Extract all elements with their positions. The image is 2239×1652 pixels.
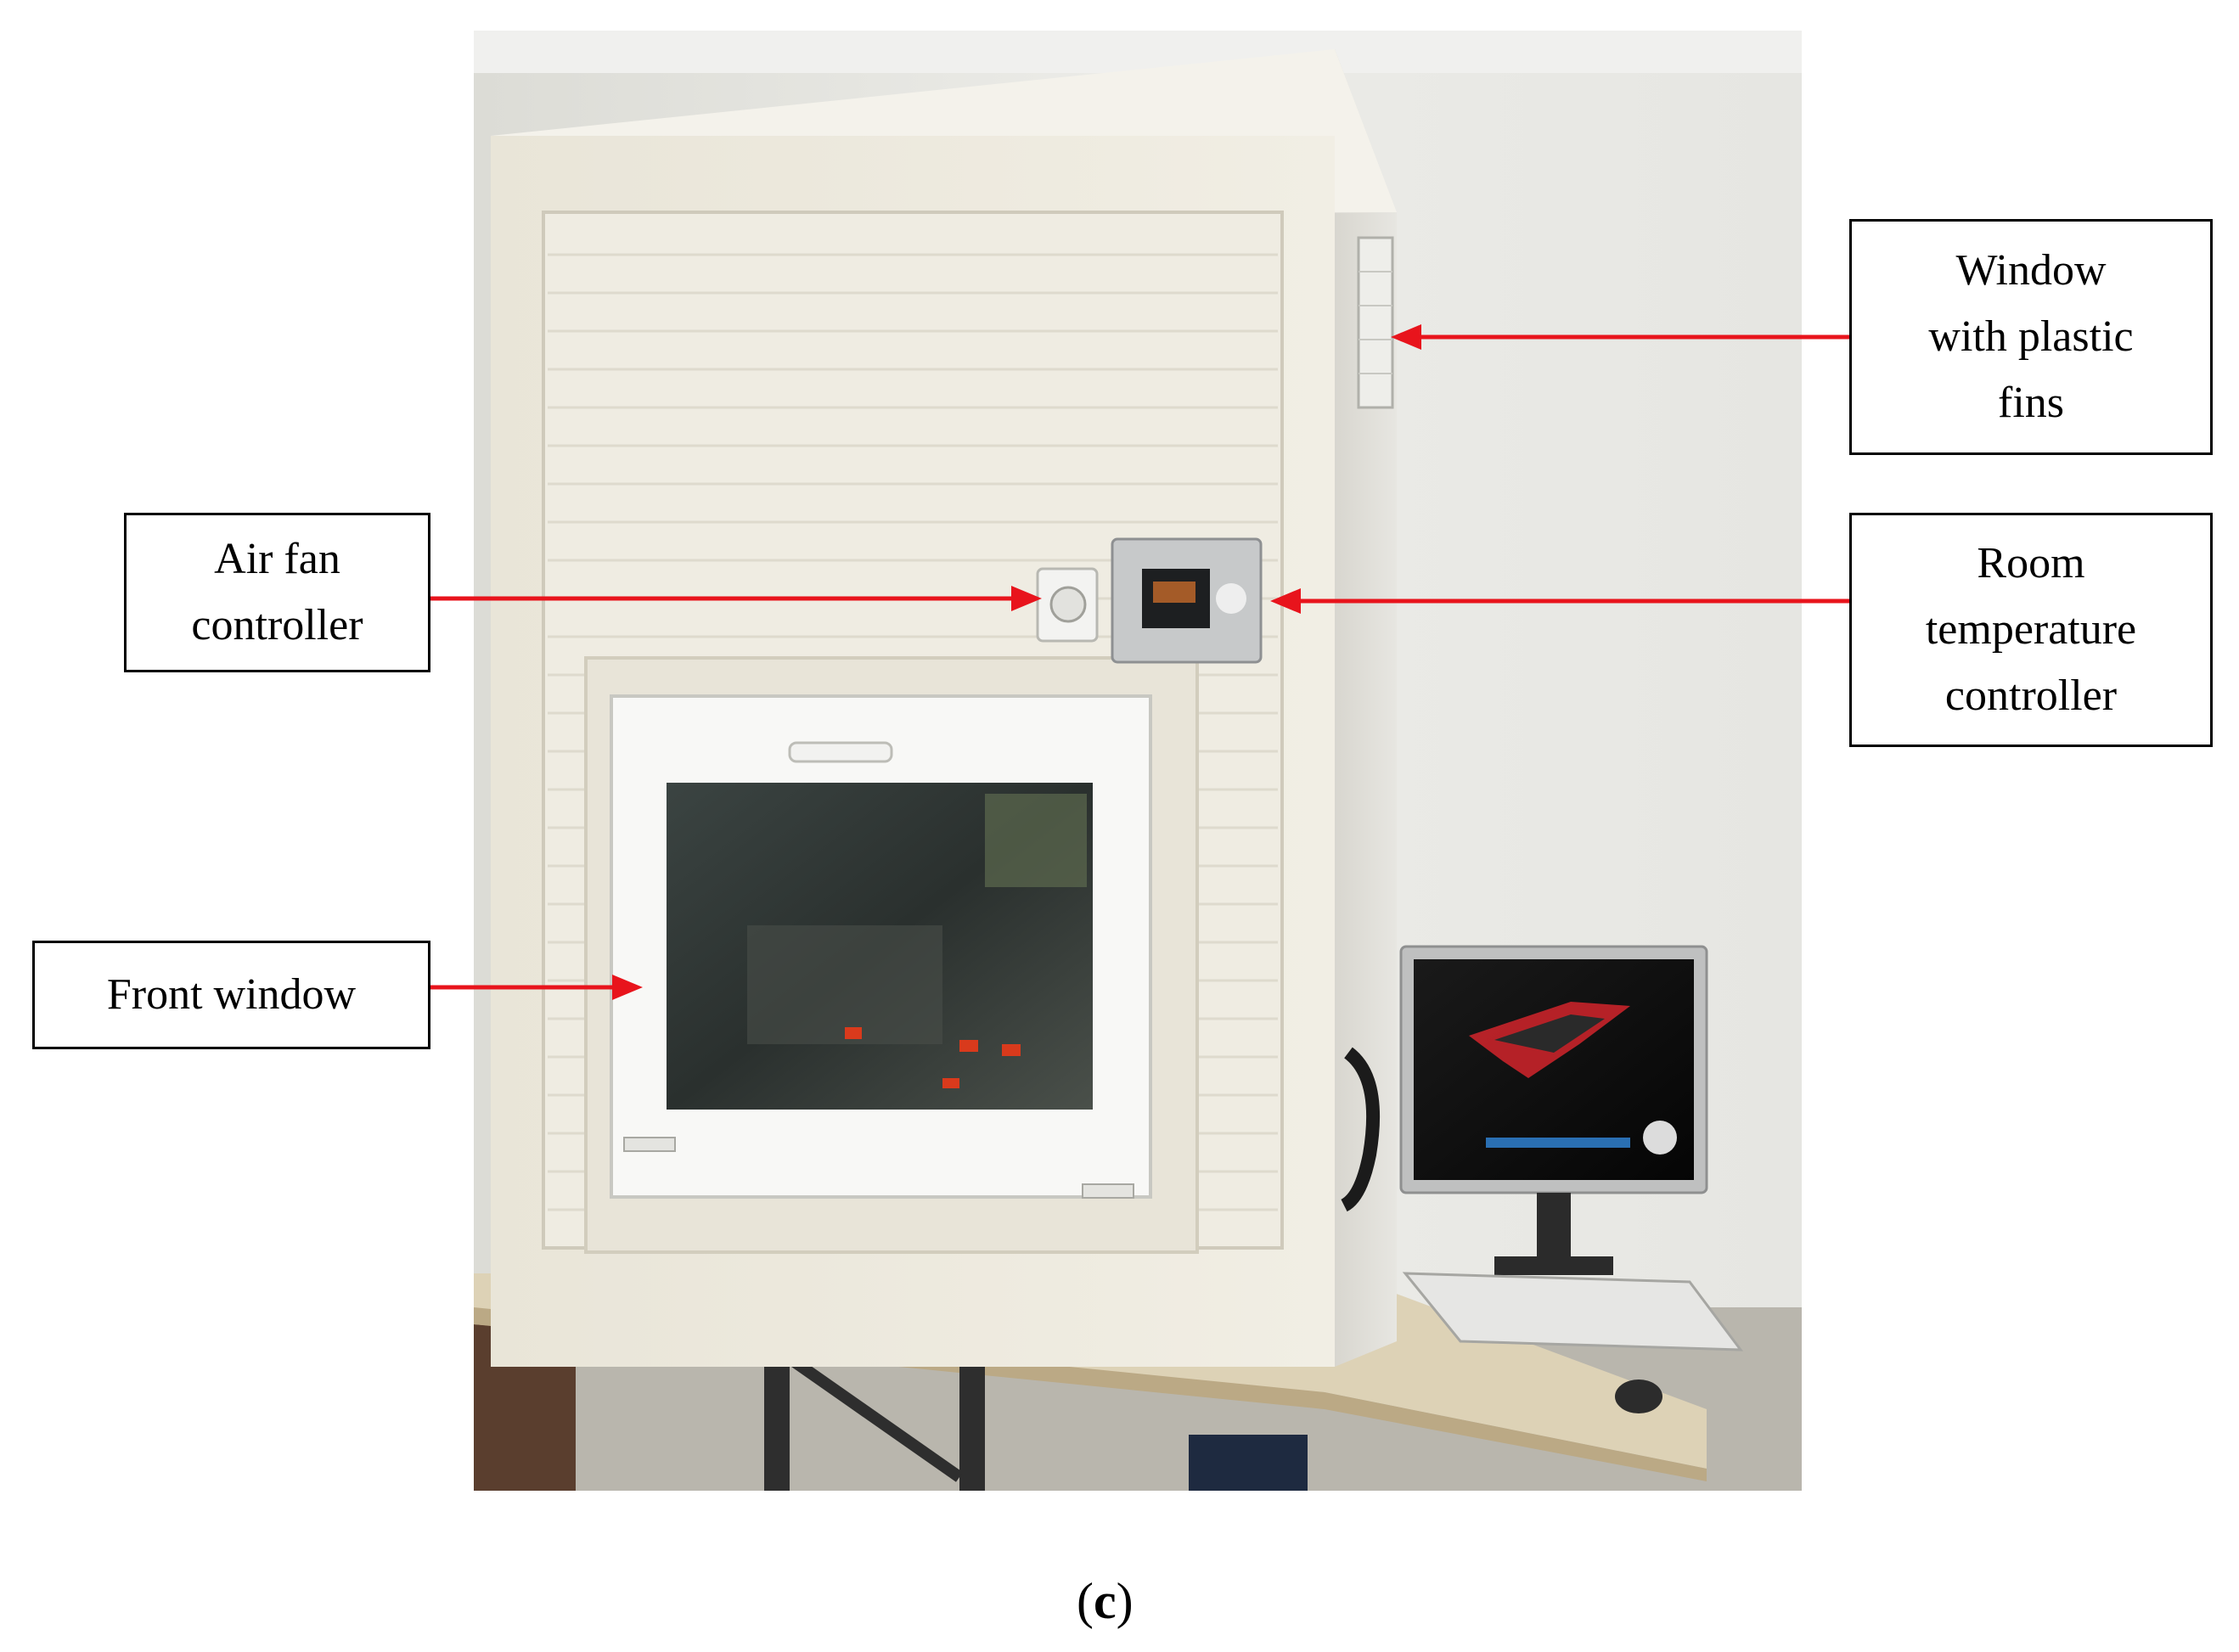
callout-window-fins: Window with plastic fins xyxy=(1849,219,2213,455)
callout-line: Front window xyxy=(106,970,357,1019)
callout-line: with plastic xyxy=(1928,312,2134,361)
callout-front-window: Front window xyxy=(32,941,430,1049)
figure-label-open: ( xyxy=(1077,1573,1094,1629)
callout-line: Window xyxy=(1955,246,2107,295)
callout-line: Room xyxy=(1977,539,2085,587)
callout-line: temperature xyxy=(1925,605,2137,654)
figure-label-close: ) xyxy=(1116,1573,1134,1629)
callout-line: controller xyxy=(1944,671,2118,720)
arrow-front-window xyxy=(429,975,643,1000)
arrow-room-temp xyxy=(1270,588,1851,614)
arrow-air-fan xyxy=(429,586,1042,611)
window-handle xyxy=(788,741,893,763)
sensor-light xyxy=(845,1027,862,1039)
equipment-under-table xyxy=(1189,1435,1308,1491)
keyboard xyxy=(1402,1272,1744,1351)
mouse xyxy=(1615,1379,1662,1413)
callout-air-fan-controller: Air fan controller xyxy=(124,513,430,672)
figure-label: (c) xyxy=(1077,1572,1134,1631)
callout-line: fins xyxy=(1998,379,2064,427)
figure-label-letter: c xyxy=(1093,1573,1117,1629)
callout-room-temperature-controller: Room temperature controller xyxy=(1849,513,2213,747)
callout-line: Air fan xyxy=(214,535,340,583)
callout-line: controller xyxy=(191,601,363,649)
arrow-window-fins xyxy=(1391,324,1851,350)
side-window-fins xyxy=(1357,236,1394,409)
